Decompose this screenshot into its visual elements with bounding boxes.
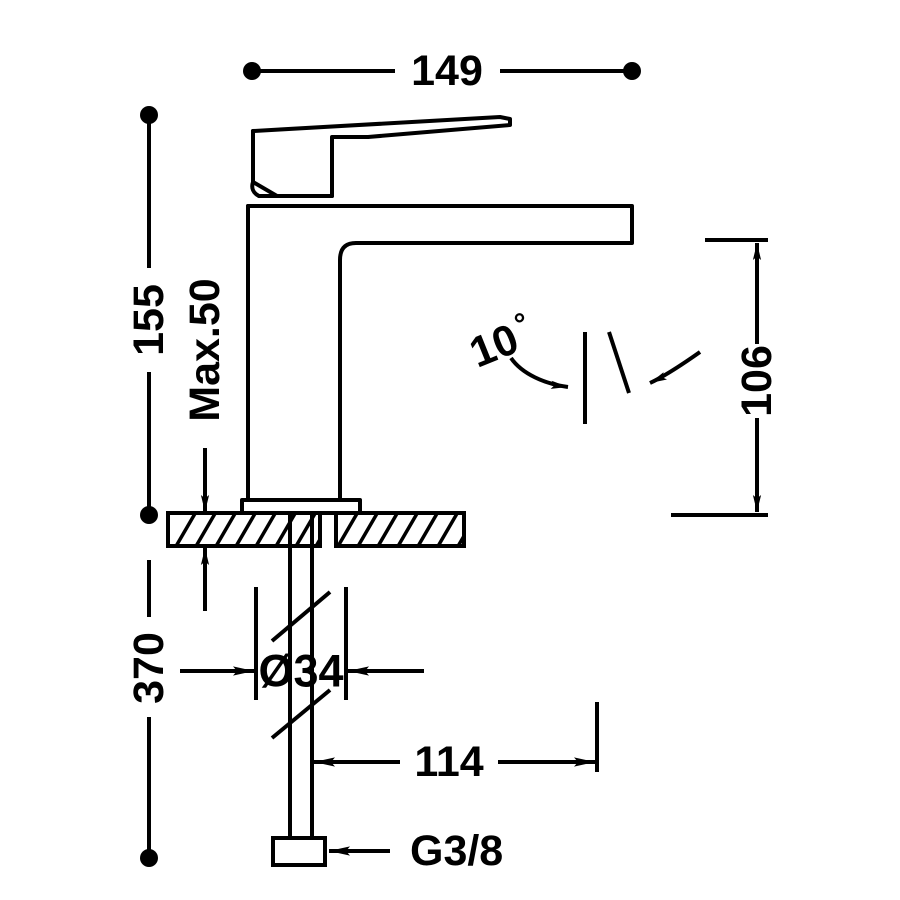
angle-10-label-group: 10 °: [463, 307, 534, 378]
dim-370-label: 370: [125, 632, 173, 704]
dim-149-label: 149: [411, 47, 483, 95]
angle-leader-right: [649, 350, 702, 385]
shank-break-line-upper: [270, 590, 332, 643]
angle-slanted-line: [607, 331, 631, 394]
g38-connector-box: [271, 836, 327, 867]
dim-149-dot-left: [243, 62, 261, 80]
dim-155-label: 155: [125, 284, 173, 356]
shank-break-line-lower: [270, 688, 332, 740]
dim-114-label: 114: [414, 738, 483, 786]
countertop-section: [166, 511, 466, 548]
dimension-370: [140, 560, 158, 867]
annotation-angle-10: [509, 331, 702, 424]
faucet-outline: [240, 115, 634, 515]
dim-370-dot-bottom: [140, 849, 158, 867]
dim-106-label: 106: [733, 345, 781, 417]
dimension-114: [314, 702, 599, 772]
dim-155-dot-bottom: [140, 506, 158, 524]
dimension-106: [671, 238, 768, 517]
dim-149-dot-right: [623, 62, 641, 80]
shank-assembly: [270, 513, 332, 867]
dim-max50-label: Max.50: [181, 278, 229, 421]
lever-handle: [251, 115, 512, 139]
deck-hatching-left: [174, 513, 320, 546]
leader-g38-label: G3/8: [410, 827, 503, 875]
deck-hatching-right: [336, 513, 464, 546]
dimension-155: [140, 106, 158, 524]
dim-d34-label: Ø34: [258, 646, 343, 697]
angle-leader-left: [509, 356, 569, 389]
dimension-149: [243, 62, 641, 80]
handle-body: [251, 129, 370, 198]
spout-top: [246, 204, 634, 245]
dim-155-dot-top: [140, 106, 158, 124]
dimension-diameter34: [180, 587, 424, 700]
spout-inner-profile: [338, 241, 621, 502]
